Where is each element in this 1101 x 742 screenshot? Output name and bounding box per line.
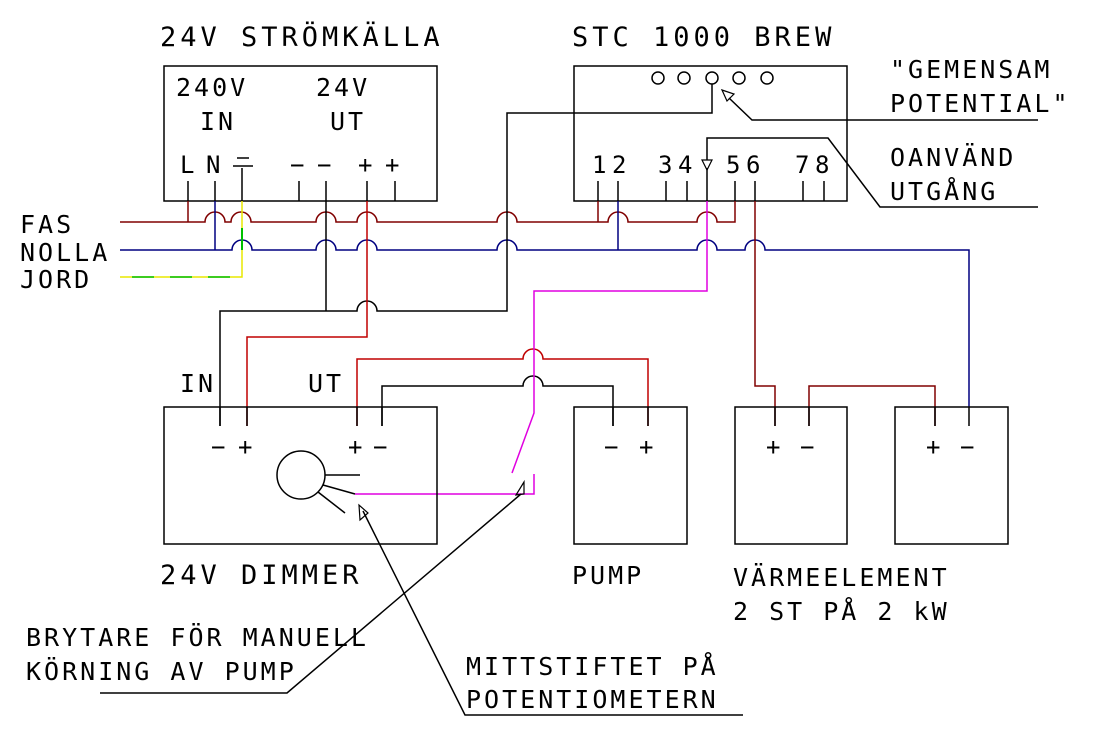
ps-terminal-plus-1: + — [358, 151, 372, 179]
heaters-subtitle: 2 ST PÅ 2 kW — [733, 597, 950, 626]
dimmer-title: 24V DIMMER — [160, 560, 363, 591]
heater-1-box — [734, 406, 848, 545]
ctrl-terminal-1: 1 — [592, 151, 606, 179]
label-fas: FAS — [20, 210, 74, 239]
dimmer: IN UT − + + − 24V DIMMER — [160, 369, 438, 591]
dimmer-out-label: UT — [308, 369, 344, 398]
dimmer-in-minus: − — [211, 433, 225, 461]
ctrl-terminal-5: 5 — [726, 151, 740, 179]
wire-fas — [120, 201, 736, 223]
pump-box — [573, 406, 688, 545]
power-supply: 24V STRÖMKÄLLA 240V IN 24V UT L N − − + … — [160, 21, 444, 202]
annotation-unused-output-line2: UTGÅNG — [890, 177, 998, 206]
heaters-title: VÄRMEELEMENT — [733, 563, 950, 592]
label-nolla: NOLLA — [20, 238, 110, 267]
pump-terminal-minus: − — [604, 433, 618, 461]
ps-terminal-minus-1: − — [290, 151, 304, 179]
wire-nolla — [120, 201, 970, 407]
heater-2-box — [894, 406, 1009, 545]
heaters: + − + − VÄRMEELEMENT 2 ST PÅ 2 kW — [733, 406, 1009, 626]
annotation-pot-wiper-line2: POTENTIOMETERN — [466, 685, 719, 714]
power-supply-in-voltage: 240V — [176, 73, 248, 102]
label-jord: JORD — [20, 265, 92, 294]
heater-1-plus: + — [766, 433, 780, 461]
controller-led-row — [651, 71, 774, 85]
annotation-manual-switch-line1: BRYTARE FÖR MANUELL — [26, 623, 369, 652]
power-supply-in-label: IN — [200, 107, 236, 136]
annotation-unused-output: OANVÄND UTGÅNG — [706, 137, 1038, 208]
annotation-pot-wiper: MITTSTIFTET PÅ POTENTIOMETERN — [358, 503, 743, 716]
ctrl-terminal-7: 7 — [795, 151, 809, 179]
pump-terminal-pins — [612, 407, 649, 426]
heater-2-minus: − — [960, 433, 974, 461]
ctrl-terminal-4: 4 — [678, 151, 692, 179]
ctrl-terminal-3: 3 — [658, 151, 672, 179]
dimmer-out-minus: − — [373, 433, 387, 461]
potentiometer-icon — [276, 450, 360, 514]
power-supply-out-label: UT — [330, 107, 366, 136]
ctrl-terminal-8: 8 — [815, 151, 829, 179]
annotation-unused-output-line1: OANVÄND — [890, 143, 1016, 172]
heater-terminal-pins — [774, 407, 970, 426]
dimmer-in-plus: + — [238, 433, 252, 461]
ctrl-terminal-2: 2 — [612, 151, 626, 179]
annotation-manual-switch-line2: KÖRNING AV PUMP — [26, 657, 297, 686]
wire-signal — [355, 201, 708, 495]
ps-terminal-L: L — [180, 151, 194, 179]
annotation-manual-switch: BRYTARE FÖR MANUELL KÖRNING AV PUMP — [26, 479, 525, 694]
wire-dimmer-out-plus — [356, 348, 649, 426]
ctrl-terminal-pins — [597, 168, 825, 201]
leader-line-unused-output — [706, 137, 1038, 208]
stc-1000-controller: STC 1000 BREW 1 2 3 4 5 6 7 8 — [572, 22, 848, 202]
ps-terminal-pins — [187, 168, 396, 201]
led-icon — [760, 71, 774, 85]
dimmer-terminal-pins — [219, 407, 383, 426]
dimmer-box — [163, 406, 438, 545]
heater-2-plus: + — [926, 433, 940, 461]
controller-title: STC 1000 BREW — [572, 22, 835, 53]
ps-terminal-minus-2: − — [317, 151, 331, 179]
dimmer-in-label: IN — [180, 369, 216, 398]
led-icon — [651, 71, 665, 85]
leader-line-manual-switch — [100, 493, 522, 694]
earth-symbol-icon — [233, 157, 253, 167]
arrowhead-icon — [720, 88, 736, 103]
pump-title: PUMP — [572, 561, 644, 590]
leader-line-common-potential — [728, 97, 1038, 121]
annotation-pot-wiper-line1: MITTSTIFTET PÅ — [466, 652, 719, 681]
pump: − + PUMP — [572, 406, 688, 590]
ctrl-terminal-6: 6 — [746, 151, 760, 179]
power-supply-box — [163, 65, 438, 202]
power-supply-title: 24V STRÖMKÄLLA — [160, 21, 444, 53]
led-icon — [732, 71, 746, 85]
annotation-common-potential-line2: POTENTIAL" — [890, 89, 1071, 118]
dimmer-out-plus: + — [348, 433, 362, 461]
pump-terminal-plus: + — [639, 433, 653, 461]
ps-terminal-plus-2: + — [385, 151, 399, 179]
arrowhead-icon — [358, 503, 369, 522]
annotation-common-potential: "GEMENSAM POTENTIAL" — [720, 55, 1071, 121]
wire-heater-feed — [754, 201, 776, 426]
controller-box — [573, 65, 848, 202]
wire-jord — [120, 201, 243, 278]
annotation-common-potential-line1: "GEMENSAM — [890, 55, 1052, 84]
ps-terminal-N: N — [206, 151, 220, 179]
wire-heater-link — [808, 385, 936, 426]
wire-24v-minus — [219, 84, 713, 426]
heater-1-minus: − — [800, 433, 814, 461]
power-supply-out-voltage: 24V — [316, 73, 370, 102]
wire-dimmer-out-minus — [381, 375, 614, 426]
leader-line-pot-wiper — [362, 510, 743, 716]
mains-labels: FAS NOLLA JORD — [20, 210, 110, 294]
led-icon — [677, 71, 691, 85]
wire-24v-plus — [246, 201, 368, 426]
led-icon — [705, 71, 719, 85]
arrowhead-icon — [514, 479, 525, 496]
